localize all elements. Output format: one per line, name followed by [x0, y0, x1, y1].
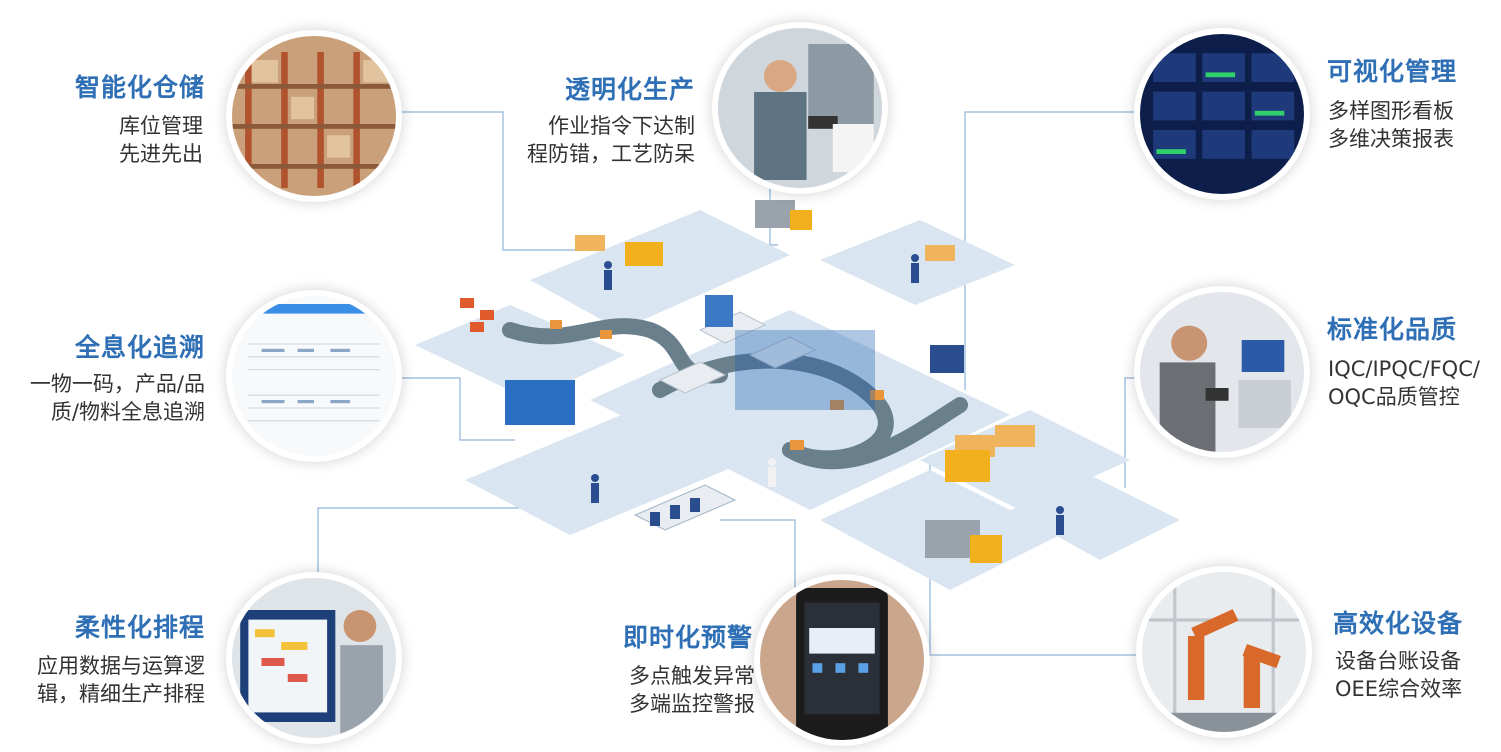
factory-isometric-illustration — [415, 200, 1180, 590]
trucks-forklifts — [625, 200, 1002, 563]
robot-arms-photo — [1142, 572, 1306, 732]
feature-title-storage: 智能化仓储 — [74, 73, 205, 102]
workers — [591, 254, 1064, 535]
feature-title-production: 透明化生产 — [564, 75, 695, 104]
feature-desc-equipment: 设备台账设备 OEE综合效率 — [1335, 647, 1462, 703]
mobile-alert-photo — [760, 580, 924, 740]
feature-desc-alert: 多点触发异常 多端监控警报 — [629, 662, 755, 718]
feature-desc-line: IQC/IPQC/FQC/ — [1328, 357, 1480, 381]
trace-table-screenshot — [232, 296, 396, 456]
feature-title-quality: 标准化品质 — [1327, 315, 1458, 344]
feature-desc-line: 应用数据与运算逻 — [37, 654, 205, 678]
feature-title-alert: 即时化预警 — [622, 623, 753, 652]
feature-desc-schedule: 应用数据与运算逻 辑，精细生产排程 — [37, 652, 205, 708]
worker-scanning-photo — [718, 28, 882, 188]
feature-desc-production: 作业指令下达制 程防错，工艺防呆 — [527, 112, 695, 168]
machines — [505, 295, 964, 425]
connector-schedule — [317, 507, 590, 590]
feature-desc-line: 辑，精细生产排程 — [37, 682, 205, 706]
feature-desc-line: 先进先出 — [119, 142, 203, 166]
feature-desc-line: 质/物料全息追溯 — [50, 400, 205, 424]
quality-inspector-photo — [1140, 292, 1304, 452]
feature-desc-visual: 多样图形看板 多维决策报表 — [1328, 97, 1454, 153]
feature-desc-line: OQC品质管控 — [1328, 385, 1460, 409]
feature-desc-line: OEE综合效率 — [1335, 677, 1463, 701]
connector-alert — [720, 519, 796, 590]
feature-desc-line: 多样图形看板 — [1328, 99, 1454, 123]
feature-desc-line: 多维决策报表 — [1328, 127, 1454, 151]
feature-desc-line: 一物一码，产品/品 — [29, 372, 205, 396]
warehouse-shelves-photo — [232, 36, 396, 196]
connector-quality — [1124, 377, 1140, 488]
feature-desc-line: 程防错，工艺防呆 — [527, 142, 695, 166]
touchscreen-schedule-photo — [232, 578, 396, 738]
feature-title-equipment: 高效化设备 — [1333, 609, 1464, 638]
feature-desc-line: 多点触发异常 — [629, 664, 755, 688]
floor-platforms — [415, 210, 1180, 590]
connector-storage — [398, 111, 590, 251]
feature-title-visual: 可视化管理 — [1327, 57, 1458, 86]
feature-desc-trace: 一物一码，产品/品 质/物料全息追溯 — [30, 370, 205, 426]
feature-desc-line: 库位管理 — [119, 114, 203, 138]
connector-visual — [964, 111, 1140, 390]
control-desk — [633, 484, 737, 531]
feature-desc-line: 多端监控警报 — [629, 692, 755, 716]
connector-trace — [398, 377, 515, 441]
feature-title-schedule: 柔性化排程 — [74, 613, 205, 642]
feature-title-trace: 全息化追溯 — [74, 333, 205, 362]
feature-desc-storage: 库位管理 先进先出 — [119, 112, 203, 168]
dashboard-screen-photo — [1140, 34, 1304, 194]
feature-desc-line: 作业指令下达制 — [548, 114, 695, 138]
feature-desc-quality: IQC/IPQC/FQC/ OQC品质管控 — [1328, 355, 1480, 411]
feature-desc-line: 设备台账设备 — [1335, 649, 1461, 673]
